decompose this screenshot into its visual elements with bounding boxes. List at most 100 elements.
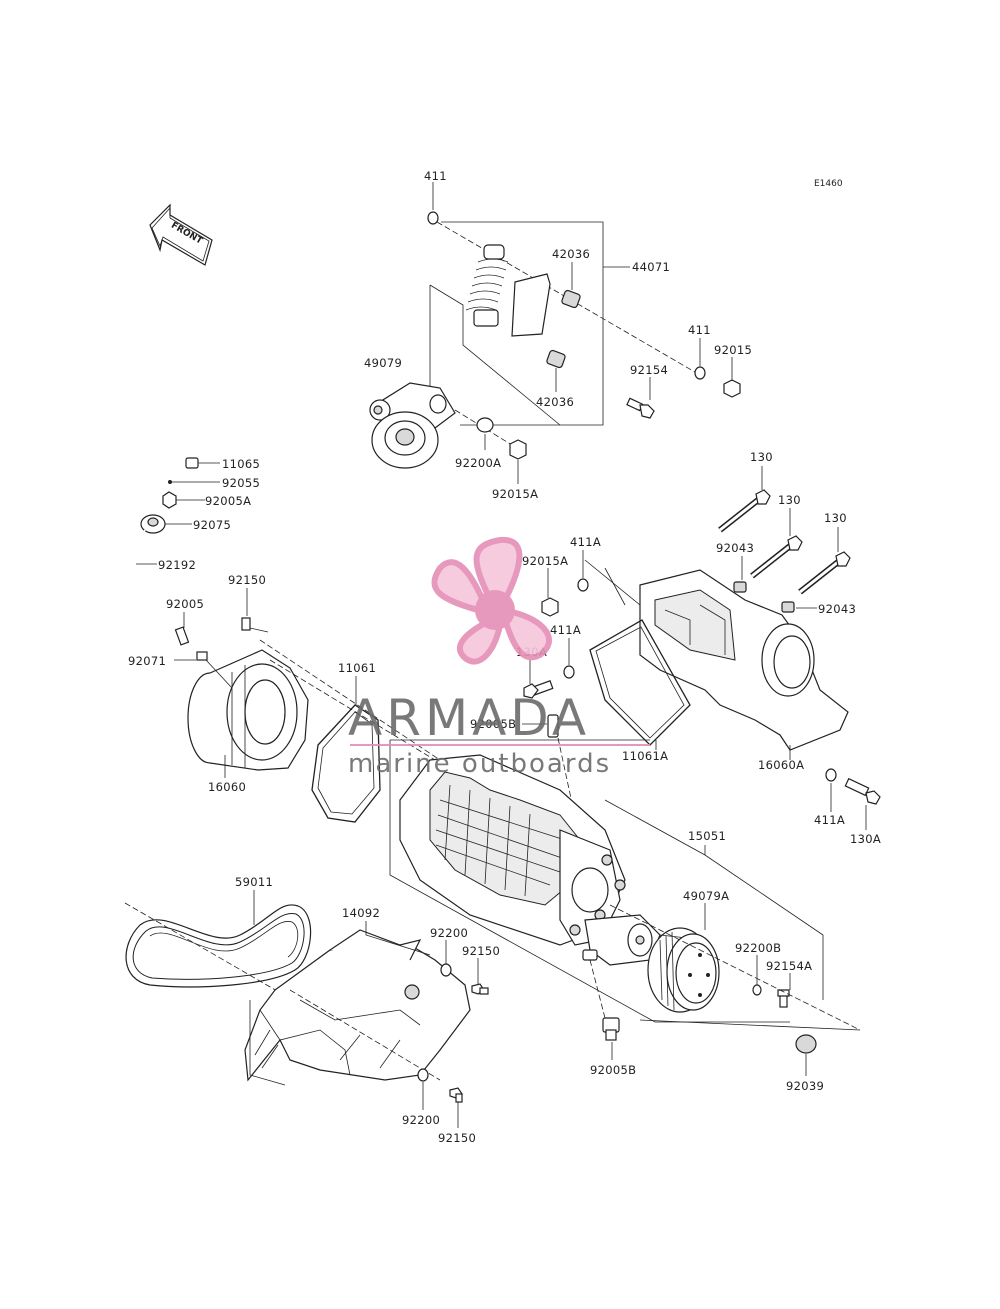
label-411A-3: 411A bbox=[814, 813, 845, 827]
fitting-92005B-top-icon bbox=[547, 714, 559, 738]
bolt-92154-icon bbox=[626, 397, 655, 419]
label-92200-top: 92200 bbox=[430, 926, 468, 940]
drive-belt-59011-icon bbox=[125, 904, 312, 988]
label-16060: 16060 bbox=[208, 780, 246, 794]
label-130-3: 130 bbox=[824, 511, 847, 525]
label-92005B-bot: 92005B bbox=[590, 1063, 636, 1077]
tensioner-assembly bbox=[369, 211, 741, 469]
bolt-130-2-icon bbox=[750, 535, 803, 579]
washer-92200-bot-icon bbox=[417, 1068, 429, 1082]
label-130-1: 130 bbox=[750, 450, 773, 464]
front-arrow-icon: FRONT bbox=[149, 203, 213, 266]
inlet-housing-16060-icon bbox=[187, 649, 309, 771]
outlet-manifold-16060A-icon bbox=[639, 569, 849, 751]
label-92015A-mid: 92015A bbox=[522, 554, 568, 568]
nut-92015-icon bbox=[723, 379, 741, 398]
label-14092: 14092 bbox=[342, 906, 380, 920]
bolt-130A-right-icon bbox=[844, 777, 881, 805]
label-411-top: 411 bbox=[424, 169, 447, 183]
bushing-42036-bot-icon bbox=[546, 349, 566, 369]
label-411A-1: 411A bbox=[570, 535, 601, 549]
pulley-49079A-icon bbox=[647, 927, 720, 1013]
bolt-92150-bot-icon bbox=[449, 1087, 463, 1103]
label-411-right: 411 bbox=[688, 323, 711, 337]
label-411A-2: 411A bbox=[550, 623, 581, 637]
bolt-130A-top-icon bbox=[523, 680, 554, 699]
label-92005: 92005 bbox=[166, 597, 204, 611]
bolt-92150-left-icon bbox=[241, 617, 251, 631]
label-92043-2: 92043 bbox=[818, 602, 856, 616]
watermark-tagline: marine outboards bbox=[348, 749, 611, 779]
label-92192: 92192 bbox=[158, 558, 196, 572]
diagram-code: E1460 bbox=[814, 179, 843, 189]
damper-housing-icon bbox=[511, 273, 551, 337]
cap-11065-icon bbox=[185, 457, 199, 469]
washer-411A-2-icon bbox=[563, 665, 575, 679]
dowel-92043-1-icon bbox=[733, 581, 747, 593]
label-92200A: 92200A bbox=[455, 456, 501, 470]
washer-411-icon bbox=[427, 211, 439, 225]
label-92043-1: 92043 bbox=[716, 541, 754, 555]
idler-pulley-49079-icon bbox=[369, 382, 456, 469]
label-92015A-top: 92015A bbox=[492, 487, 538, 501]
label-11061A: 11061A bbox=[622, 749, 668, 763]
bolt-92154A-icon bbox=[777, 989, 790, 1008]
washer-92200B-icon bbox=[752, 984, 762, 996]
washer-411-right-icon bbox=[694, 366, 706, 380]
nut-92015A-mid-icon bbox=[541, 597, 559, 617]
label-42036-top: 42036 bbox=[552, 247, 590, 261]
supercharger-15051-icon bbox=[399, 754, 661, 966]
label-49079: 49079 bbox=[364, 356, 402, 370]
label-92150-mid: 92150 bbox=[462, 944, 500, 958]
label-92150-left: 92150 bbox=[228, 573, 266, 587]
gasket-11061A-icon bbox=[589, 619, 691, 746]
washer-92200-top-icon bbox=[440, 963, 452, 977]
label-92200-bot: 92200 bbox=[402, 1113, 440, 1127]
belt-cover-14092-icon bbox=[244, 929, 471, 1082]
watermark-brand: ARMADA bbox=[348, 689, 590, 747]
label-92154A: 92154A bbox=[766, 959, 812, 973]
fitting-92005-icon bbox=[174, 626, 190, 646]
sensor-hose-assembly bbox=[127, 457, 269, 661]
washer-92200A-icon bbox=[476, 417, 494, 433]
label-59011: 59011 bbox=[235, 875, 273, 889]
armada-watermark-logo: ARMADA marine outboards bbox=[348, 536, 650, 779]
label-92200B: 92200B bbox=[735, 941, 781, 955]
bolt-130-1-icon bbox=[718, 489, 771, 533]
label-92005B-top: 92005B bbox=[470, 717, 516, 731]
dowel-92043-2-icon bbox=[781, 601, 795, 613]
tension-spring-icon bbox=[465, 244, 509, 327]
label-49079A: 49079A bbox=[683, 889, 729, 903]
label-92039: 92039 bbox=[786, 1079, 824, 1093]
oring-92055-icon bbox=[168, 480, 172, 484]
label-92150-bot: 92150 bbox=[438, 1131, 476, 1145]
label-92005A: 92005A bbox=[205, 494, 251, 508]
clamp-92071-icon bbox=[196, 651, 208, 661]
label-15051: 15051 bbox=[688, 829, 726, 843]
label-11061: 11061 bbox=[338, 661, 376, 675]
label-92154: 92154 bbox=[630, 363, 668, 377]
bolt-92150-mid-icon bbox=[471, 983, 489, 995]
label-11065: 11065 bbox=[222, 457, 260, 471]
label-92071: 92071 bbox=[128, 654, 166, 668]
fitting-92005B-bot-icon bbox=[602, 1017, 620, 1041]
label-130A-right: 130A bbox=[850, 832, 881, 846]
washer-411A-1-icon bbox=[577, 578, 589, 592]
bolt-130-3-icon bbox=[798, 551, 851, 595]
label-44071: 44071 bbox=[632, 260, 670, 274]
label-92055: 92055 bbox=[222, 476, 260, 490]
washer-411A-3-icon bbox=[825, 768, 837, 782]
fitting-92005A-icon bbox=[162, 491, 177, 509]
hose-92192-icon bbox=[127, 529, 159, 627]
gasket-11061-icon bbox=[311, 704, 381, 823]
label-16060A: 16060A bbox=[758, 758, 804, 772]
bushing-42036-top-icon bbox=[561, 289, 581, 309]
label-42036-bot: 42036 bbox=[536, 395, 574, 409]
part-labels: 411 42036 44071 411 92015 49079 92154 42… bbox=[128, 169, 881, 1145]
label-92075: 92075 bbox=[193, 518, 231, 532]
label-92015: 92015 bbox=[714, 343, 752, 357]
cap-92039-icon bbox=[795, 1034, 817, 1054]
nut-92015A-icon bbox=[509, 439, 527, 460]
